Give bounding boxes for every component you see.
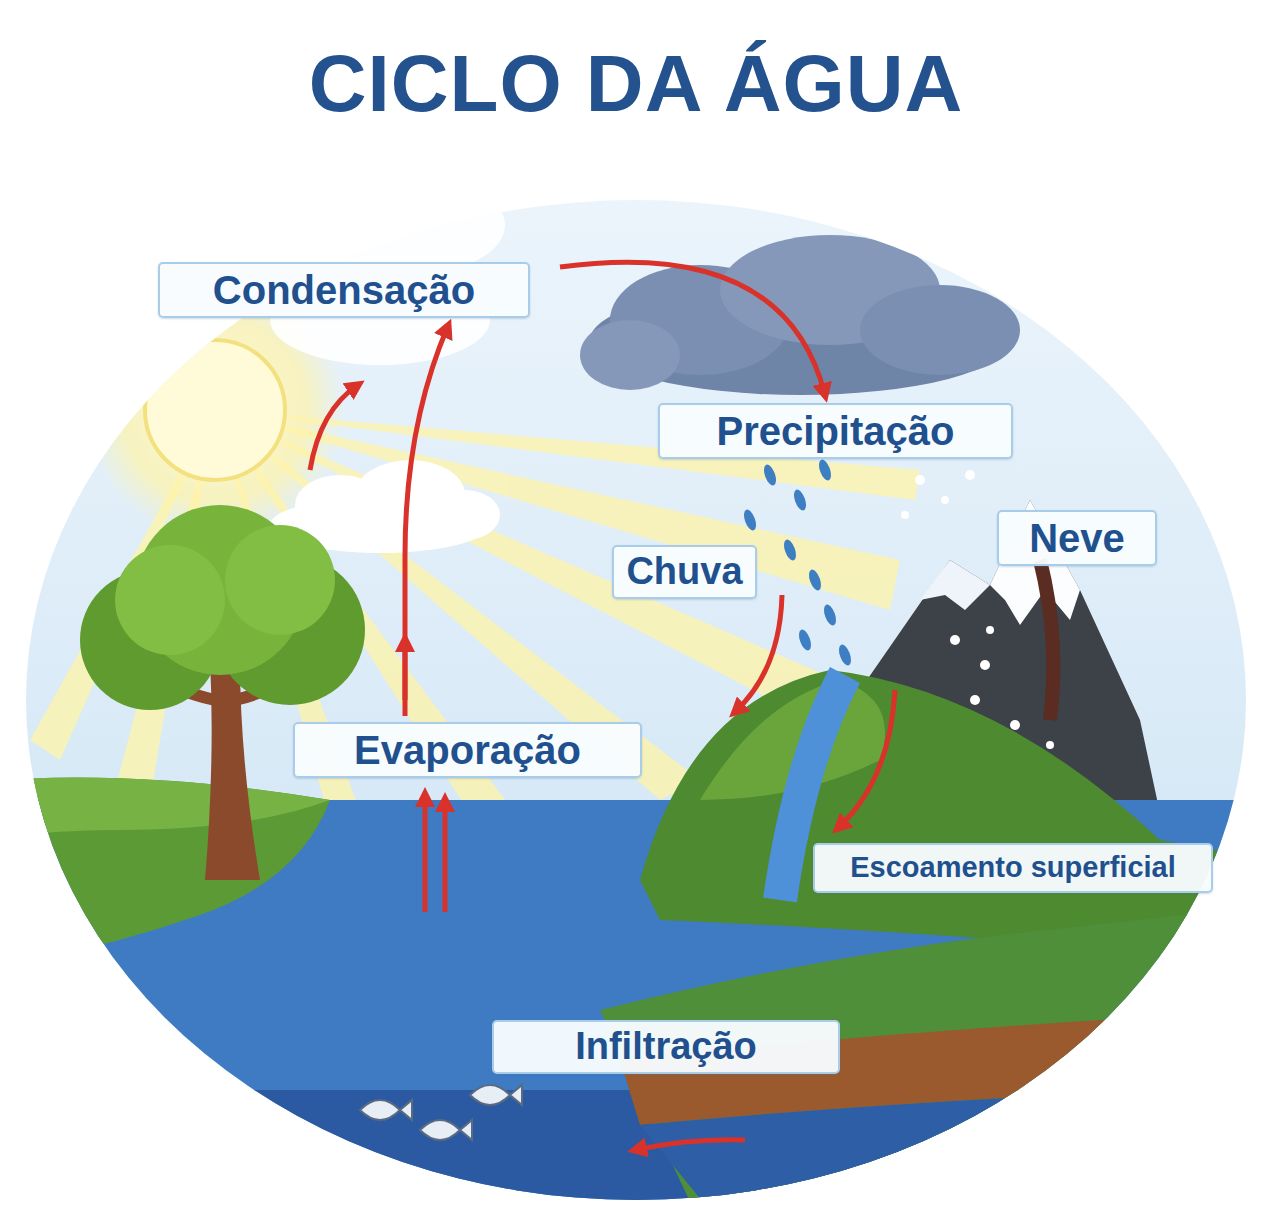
process-arrow: [560, 262, 825, 395]
label-text: Condensação: [213, 268, 475, 312]
evaporation-label: Evaporação: [293, 722, 642, 778]
title-text: CICLO DA ÁGUA: [309, 39, 963, 128]
rain-label: Chuva: [612, 545, 757, 599]
condensation-label: Condensação: [158, 262, 530, 318]
process-arrow: [405, 326, 448, 716]
left-island-top: [0, 778, 330, 841]
precipitation-label: Precipitação: [658, 403, 1013, 459]
label-text: Chuva: [626, 551, 742, 593]
diagram-title: CICLO DA ÁGUA: [0, 38, 1272, 130]
fish: [360, 1085, 522, 1140]
sun: [145, 340, 285, 480]
rain-drops: [742, 458, 854, 667]
rain-cloud: [580, 235, 1020, 395]
label-text: Precipitação: [717, 409, 955, 453]
groundwater: [640, 1085, 1272, 1223]
label-text: Neve: [1029, 516, 1125, 560]
label-text: Escoamento superficial: [850, 852, 1176, 884]
tree: [80, 505, 365, 880]
infiltration-label: Infiltração: [492, 1020, 840, 1074]
runoff-label: Escoamento superficial: [813, 843, 1213, 893]
left-island: [0, 778, 330, 966]
label-text: Infiltração: [575, 1026, 757, 1068]
snow-label: Neve: [997, 510, 1157, 566]
label-text: Evaporação: [354, 728, 581, 772]
